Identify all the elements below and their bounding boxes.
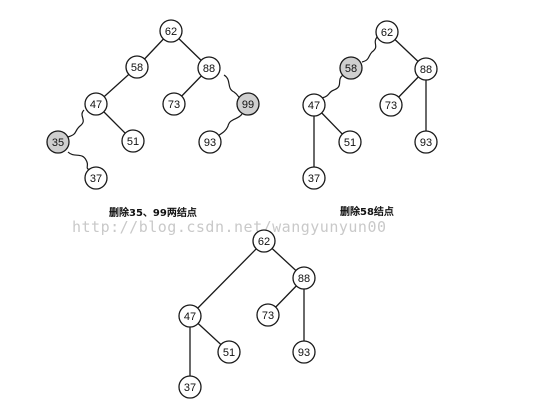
svg-text:62: 62 [258,236,270,248]
node-37: 37 [178,375,202,399]
node-51: 51 [217,340,241,364]
edge-99-93-wavy [217,113,243,137]
node-37: 37 [84,166,108,190]
svg-text:73: 73 [262,310,274,322]
svg-text:93: 93 [204,137,216,149]
node-88: 88 [414,57,438,81]
node-62: 62 [159,19,183,43]
node-37: 37 [302,166,326,190]
watermark: http://blog.csdn.net/wangyunyun00 [72,218,387,236]
svg-text:47: 47 [308,100,320,112]
svg-text:93: 93 [298,347,310,359]
svg-text:47: 47 [90,99,102,111]
node-93: 93 [414,130,438,154]
node-47: 47 [84,92,108,116]
node-99-highlighted: 99 [236,92,260,116]
svg-text:62: 62 [381,27,393,39]
caption-tree-2: 删除58结点 [340,205,394,218]
node-93: 93 [198,130,222,154]
svg-text:73: 73 [168,99,180,111]
svg-text:35: 35 [52,137,64,149]
tree-2: 62 58 88 47 73 51 93 37 删除58结点 [302,20,438,218]
svg-text:88: 88 [203,63,215,75]
svg-text:93: 93 [420,137,432,149]
edge-58-47-wavy [321,74,344,99]
node-51: 51 [121,129,145,153]
node-88: 88 [292,266,316,290]
node-58-highlighted: 58 [339,56,363,80]
tree-1: 62 58 88 47 73 99 35 51 93 37 删除35、99两结点 [46,19,260,219]
svg-text:51: 51 [127,136,139,148]
svg-text:88: 88 [420,64,432,76]
svg-text:58: 58 [131,62,143,74]
node-35-highlighted: 35 [46,130,70,154]
node-62: 62 [375,20,399,44]
node-47: 47 [178,304,202,328]
node-58: 58 [125,55,149,79]
edge-62-47 [189,240,265,317]
tree-3: 62 88 47 73 51 93 37 [178,229,316,399]
caption-tree-1: 删除35、99两结点 [109,206,197,219]
edge-62-58-wavy [361,36,378,63]
node-73: 73 [256,303,280,327]
node-88: 88 [197,56,221,80]
node-51: 51 [338,130,362,154]
svg-text:88: 88 [298,273,310,285]
node-73: 73 [162,92,186,116]
svg-text:58: 58 [345,63,357,75]
node-93: 93 [292,340,316,364]
svg-text:37: 37 [308,173,320,185]
node-62: 62 [252,229,276,253]
svg-text:99: 99 [242,99,254,111]
svg-text:73: 73 [385,100,397,112]
svg-text:37: 37 [184,382,196,394]
svg-text:37: 37 [90,173,102,185]
svg-text:47: 47 [184,311,196,323]
node-47: 47 [302,93,326,117]
svg-text:51: 51 [344,137,356,149]
svg-text:62: 62 [165,26,177,38]
node-73: 73 [379,93,403,117]
edge-35-37-wavy [67,151,91,171]
svg-text:51: 51 [223,347,235,359]
edge-47-35-wavy [67,109,85,138]
